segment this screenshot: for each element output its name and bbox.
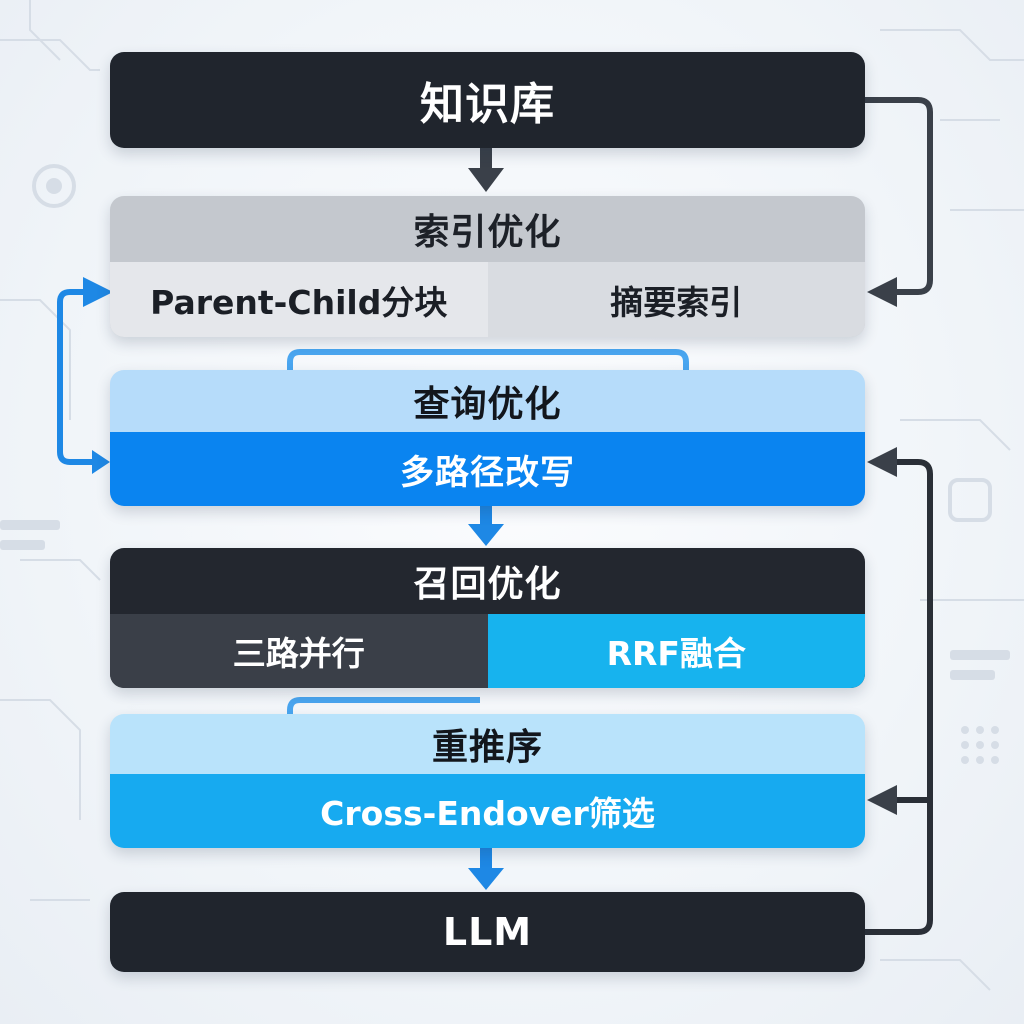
knowledge-base-node: 知识库 xyxy=(110,52,865,148)
arrow-kb-to-index xyxy=(468,148,504,192)
three-way-parallel-cell: 三路并行 xyxy=(110,614,488,688)
query-optimization-title: 查询优化 xyxy=(413,384,562,425)
arrow-kb-loop-right xyxy=(865,97,933,307)
index-optimization-node: 索引优化 Parent-Child分块 摘要索引 xyxy=(110,196,865,337)
multi-path-rewrite-strip: 多路径改写 xyxy=(110,432,865,506)
arrow-query-to-recall xyxy=(468,506,504,546)
parent-child-chunking-cell: Parent-Child分块 xyxy=(110,262,488,337)
rerank-node: 重推序 Cross-Endover筛选 xyxy=(110,714,865,848)
query-optimization-node: 查询优化 多路径改写 xyxy=(110,370,865,506)
arrow-index-to-query-right xyxy=(340,349,701,403)
rerank-title: 重推序 xyxy=(431,727,543,768)
recall-optimization-node: 召回优化 三路并行 RRF融合 xyxy=(110,548,865,688)
rrf-fusion-cell: RRF融合 xyxy=(487,614,865,688)
arrow-rerank-to-llm xyxy=(468,848,504,890)
llm-label: LLM xyxy=(442,910,533,954)
cross-encoder-filter-strip: Cross-Endover筛选 xyxy=(110,774,865,848)
arrow-index-to-query-left xyxy=(275,349,340,403)
arrow-llm-feedback-right xyxy=(865,447,933,935)
knowledge-base-label: 知识库 xyxy=(420,79,555,130)
summary-index-cell: 摘要索引 xyxy=(487,262,865,337)
index-optimization-title: 索引优化 xyxy=(413,212,562,253)
arrow-recall-to-rerank xyxy=(275,697,480,749)
llm-node: LLM xyxy=(110,892,865,972)
arrow-index-query-left xyxy=(57,277,113,465)
recall-optimization-title: 召回优化 xyxy=(413,564,562,605)
